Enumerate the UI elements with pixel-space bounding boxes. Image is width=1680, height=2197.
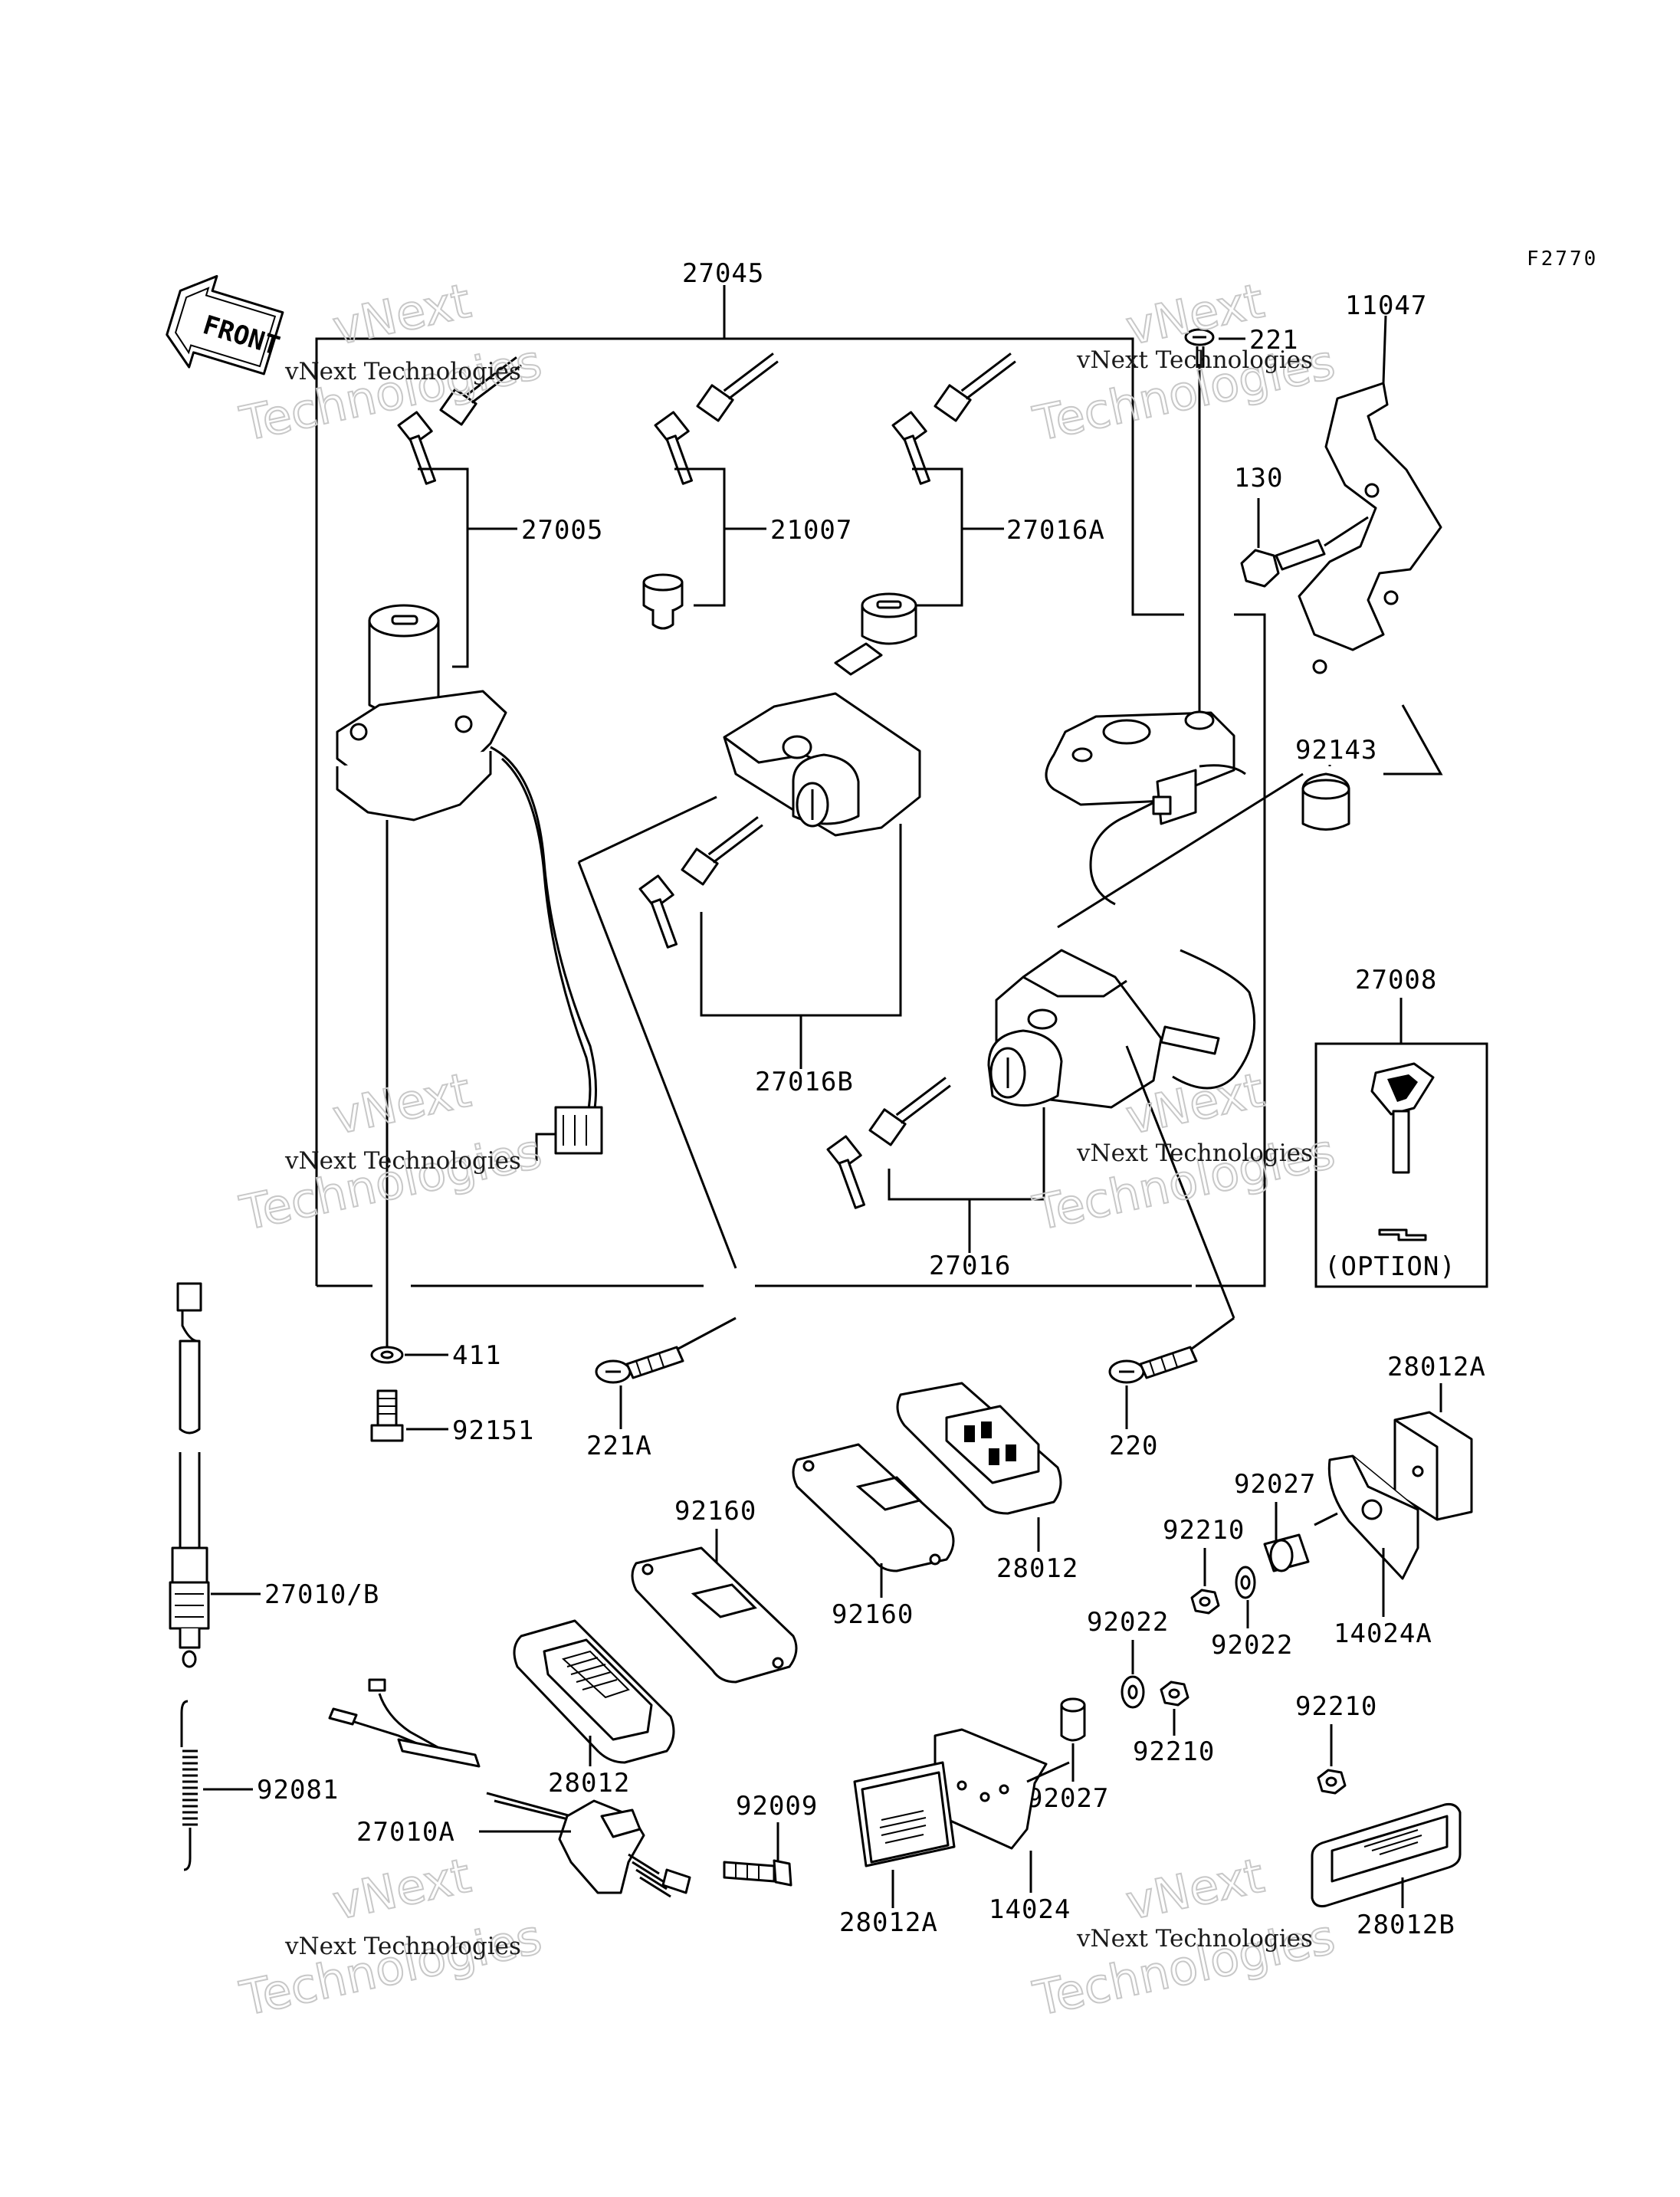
label-92009: 92009 [736, 1791, 818, 1822]
label-14024A: 14024A [1334, 1618, 1432, 1649]
svg-text:Technologies: Technologies [235, 1908, 546, 2026]
label-221: 221 [1249, 325, 1298, 356]
label-27016: 27016 [929, 1251, 1011, 1281]
watermark-mid-left: Technologies vNext vNext Technologies [235, 1061, 547, 1242]
key-set-27016 [826, 1077, 1045, 1253]
helmet-lock-bracket [1045, 364, 1443, 929]
seat-lock-27016B [577, 692, 921, 1269]
label-28012B: 28012B [1357, 1910, 1455, 1940]
washer-92022-b [1121, 1640, 1145, 1709]
label-92210-c: 92210 [1295, 1691, 1377, 1722]
label-92160-b: 92160 [832, 1599, 914, 1630]
nut-92210-a [1190, 1548, 1220, 1615]
label-92022-a: 92022 [1211, 1630, 1293, 1661]
label-11047: 11047 [1345, 290, 1427, 321]
helmet-lock-27016 [987, 949, 1256, 1319]
screw-221 [1184, 328, 1245, 368]
spring-92081 [180, 1700, 253, 1871]
reflector-28012A-top [1393, 1383, 1473, 1521]
label-221A: 221A [586, 1431, 652, 1461]
watermark-bottom-left: Technologies vNext vNext Technologies [235, 1847, 547, 2028]
label-27010B: 27010/B [264, 1579, 379, 1610]
label-220: 220 [1109, 1431, 1158, 1461]
label-92081: 92081 [257, 1775, 339, 1805]
nut-92210-b [1160, 1681, 1189, 1736]
collar-92027-b [1060, 1697, 1086, 1782]
label-92160-a: 92160 [674, 1496, 756, 1526]
watermark-top-left: Technologies vNext vNext Technologies [235, 272, 547, 453]
washer-92022-a [1235, 1566, 1256, 1628]
reflector-holder-14024A [1314, 1454, 1419, 1617]
label-411: 411 [452, 1340, 501, 1371]
figure-code: F2770 [1527, 248, 1598, 271]
svg-text:Technologies: Technologies [235, 333, 546, 451]
label-27045: 27045 [682, 258, 764, 289]
svg-text:vNext: vNext [328, 1062, 475, 1146]
gasket-92160-a [631, 1529, 798, 1684]
washer-411 [370, 1346, 448, 1364]
bracket-11047 [1298, 315, 1442, 674]
bolt-92009 [723, 1822, 792, 1887]
switch-27010A [328, 1678, 691, 1898]
collar-92027-a [1263, 1502, 1310, 1572]
screw-221A [595, 1317, 737, 1429]
screw-220 [1108, 1317, 1235, 1429]
front-arrow-icon: FRONT [166, 274, 284, 375]
nut-92210-c [1317, 1724, 1347, 1795]
svg-text:vNext: vNext [1121, 1848, 1268, 1931]
label-27008: 27008 [1355, 965, 1437, 995]
svg-text:Technologies: Technologies [235, 1123, 546, 1241]
svg-text:vNext: vNext [328, 273, 475, 356]
key-set-21007 [642, 353, 779, 630]
bolt-130 [1240, 498, 1369, 588]
key-set-27016A [834, 353, 1016, 676]
switch-27010B [169, 1282, 261, 1668]
label-92027-a: 92027 [1234, 1469, 1316, 1500]
label-92143: 92143 [1295, 735, 1377, 766]
key-set-27016B [638, 816, 902, 1069]
switch-panel-28012-a [896, 1382, 1062, 1552]
reflector-28012B [1311, 1803, 1462, 1908]
svg-text:vNext: vNext [328, 1848, 475, 1931]
watermark-text: vNext Technologies [1076, 1925, 1313, 1953]
reflector-28012A-bottom [853, 1761, 956, 1908]
watermark-text: vNext Technologies [1076, 346, 1313, 374]
label-28012A-bottom: 28012A [839, 1907, 938, 1938]
label-28012A-top: 28012A [1387, 1352, 1486, 1382]
label-21007: 21007 [770, 515, 852, 546]
label-27005: 27005 [521, 515, 603, 546]
label-27010A: 27010A [356, 1817, 455, 1848]
watermark-top-right: Technologies vNext vNext Technologies [1028, 272, 1340, 453]
label-27016A: 27016A [1006, 515, 1105, 546]
kit-27045-frame [315, 285, 1266, 1287]
bolt-92151 [370, 1389, 448, 1442]
label-92210-a: 92210 [1163, 1515, 1245, 1546]
watermark-text: vNext Technologies [284, 1147, 521, 1175]
watermark-bottom-right: Technologies vNext vNext Technologies [1028, 1847, 1340, 2028]
watermark-text: vNext Technologies [1076, 1139, 1313, 1167]
label-28012-a: 28012 [996, 1553, 1078, 1584]
label-14024: 14024 [989, 1894, 1071, 1925]
reflector-28012-b [513, 1619, 675, 1766]
label-130: 130 [1234, 463, 1283, 494]
ignition-switch-27005 [336, 604, 603, 1347]
label-option: (OPTION) [1324, 1251, 1456, 1282]
watermark-text: vNext Technologies [284, 1933, 521, 1960]
option-key-27008 [1314, 998, 1488, 1288]
key-set-27005 [397, 356, 522, 668]
label-27016B: 27016B [755, 1067, 854, 1097]
label-92027-b: 92027 [1027, 1783, 1109, 1814]
label-92210-b: 92210 [1133, 1736, 1215, 1767]
watermark-text: vNext Technologies [284, 358, 521, 385]
label-28012-b: 28012 [548, 1768, 630, 1799]
gasket-92160-b [792, 1443, 955, 1598]
label-92151: 92151 [452, 1415, 534, 1446]
label-92022-b: 92022 [1087, 1607, 1169, 1638]
collar-92143 [1301, 765, 1350, 831]
